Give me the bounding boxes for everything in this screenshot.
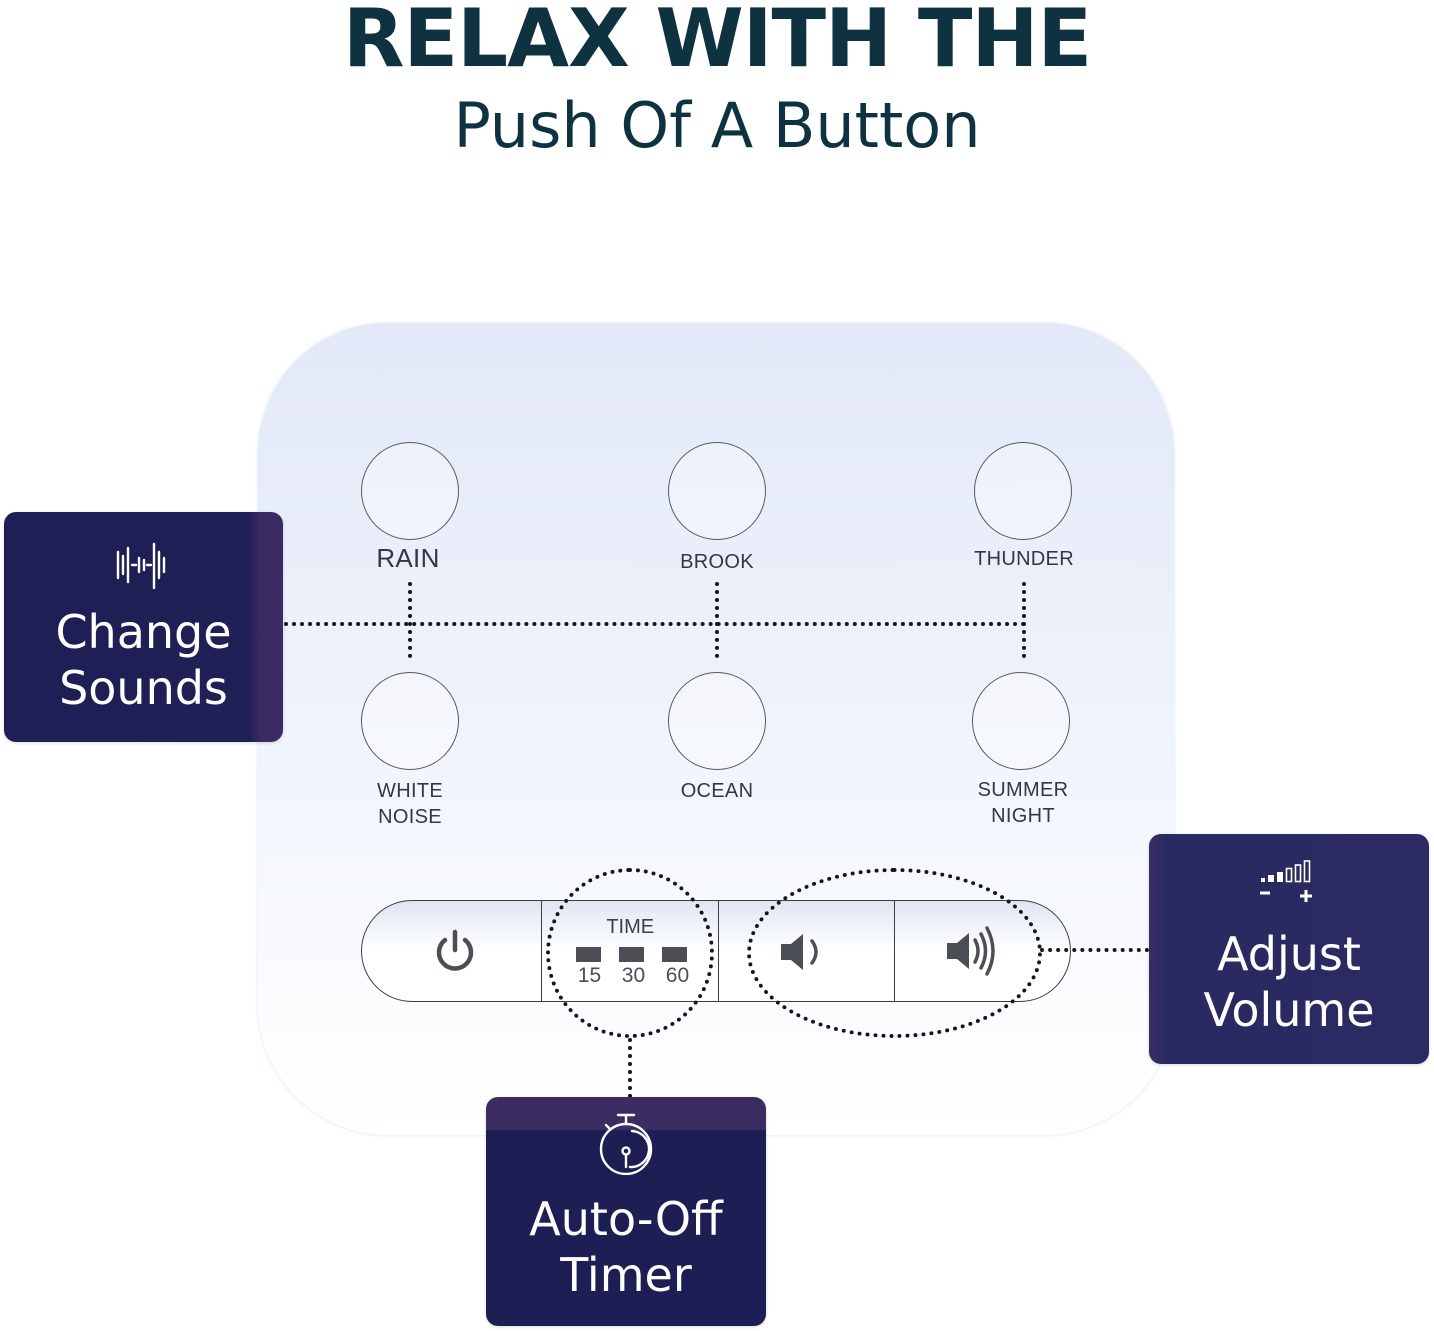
timer-button[interactable]: TIME 15 30 60 xyxy=(541,901,718,1001)
callout-change-sounds-line1: Change xyxy=(55,605,232,659)
callout-adjust-volume-line1: Adjust xyxy=(1217,927,1361,981)
timer-option-60: 60 xyxy=(665,964,690,987)
volume-connector xyxy=(1040,948,1149,952)
sounds-connector-brook xyxy=(715,582,719,658)
volume-bars-icon xyxy=(1260,860,1312,902)
timer-options: 15 30 60 xyxy=(571,964,695,988)
brook-button[interactable] xyxy=(668,442,766,540)
white-noise-label-line1: WHITE xyxy=(377,780,443,802)
white-noise-label-line2: NOISE xyxy=(378,806,442,828)
timer-indicators xyxy=(576,947,688,962)
control-bar: TIME 15 30 60 xyxy=(361,900,1071,1002)
timer-title: TIME xyxy=(606,916,655,938)
ocean-button[interactable] xyxy=(668,672,766,770)
speaker-high-icon xyxy=(947,926,996,976)
summer-night-label: SUMMER NIGHT xyxy=(933,777,1113,829)
stopwatch-icon xyxy=(599,1113,653,1175)
summer-night-button[interactable] xyxy=(972,672,1070,770)
power-button[interactable] xyxy=(362,901,541,1001)
power-icon xyxy=(436,929,474,971)
callout-auto-off-timer-line1: Auto-Off xyxy=(529,1192,723,1246)
ocean-label: OCEAN xyxy=(680,780,754,802)
headline-subtitle: Push Of A Button xyxy=(453,89,981,162)
thunder-button[interactable] xyxy=(974,442,1072,540)
volume-down-button[interactable] xyxy=(717,901,895,1001)
timer-indicator-15 xyxy=(576,947,602,962)
timer-option-15: 15 xyxy=(577,964,602,987)
sounds-connector-thunder xyxy=(1022,582,1026,658)
timer-indicator-30 xyxy=(619,947,645,962)
callout-change-sounds-line2: Sounds xyxy=(59,661,228,715)
sounds-connector-rain xyxy=(408,582,412,658)
sounds-connector-horizontal xyxy=(284,622,1026,626)
timer-option-30: 30 xyxy=(621,964,646,987)
speaker-low-icon xyxy=(780,934,818,970)
sound-wave-icon xyxy=(116,542,165,590)
timer-indicator-60 xyxy=(662,947,688,962)
thunder-label: THUNDER xyxy=(974,548,1074,570)
callout-auto-off-timer-line2: Timer xyxy=(560,1248,692,1302)
summer-night-label-line2: NIGHT xyxy=(991,805,1055,827)
callout-adjust-volume: Adjust Volume xyxy=(1149,834,1429,1064)
timer-connector xyxy=(628,1038,632,1098)
rain-button[interactable] xyxy=(361,442,459,540)
summer-night-label-line1: SUMMER xyxy=(977,779,1069,801)
volume-up-button[interactable] xyxy=(894,901,1070,1001)
callout-adjust-volume-line2: Volume xyxy=(1203,983,1375,1037)
headline-title: RELAX WITH THE xyxy=(342,0,1092,85)
brook-label: BROOK xyxy=(680,551,754,573)
white-noise-label: WHITE NOISE xyxy=(320,778,500,830)
callout-auto-off-timer: Auto-Off Timer xyxy=(486,1097,766,1326)
white-noise-button[interactable] xyxy=(361,672,459,770)
callout-change-sounds: Change Sounds xyxy=(4,512,283,742)
rain-label: RAIN xyxy=(376,543,440,573)
